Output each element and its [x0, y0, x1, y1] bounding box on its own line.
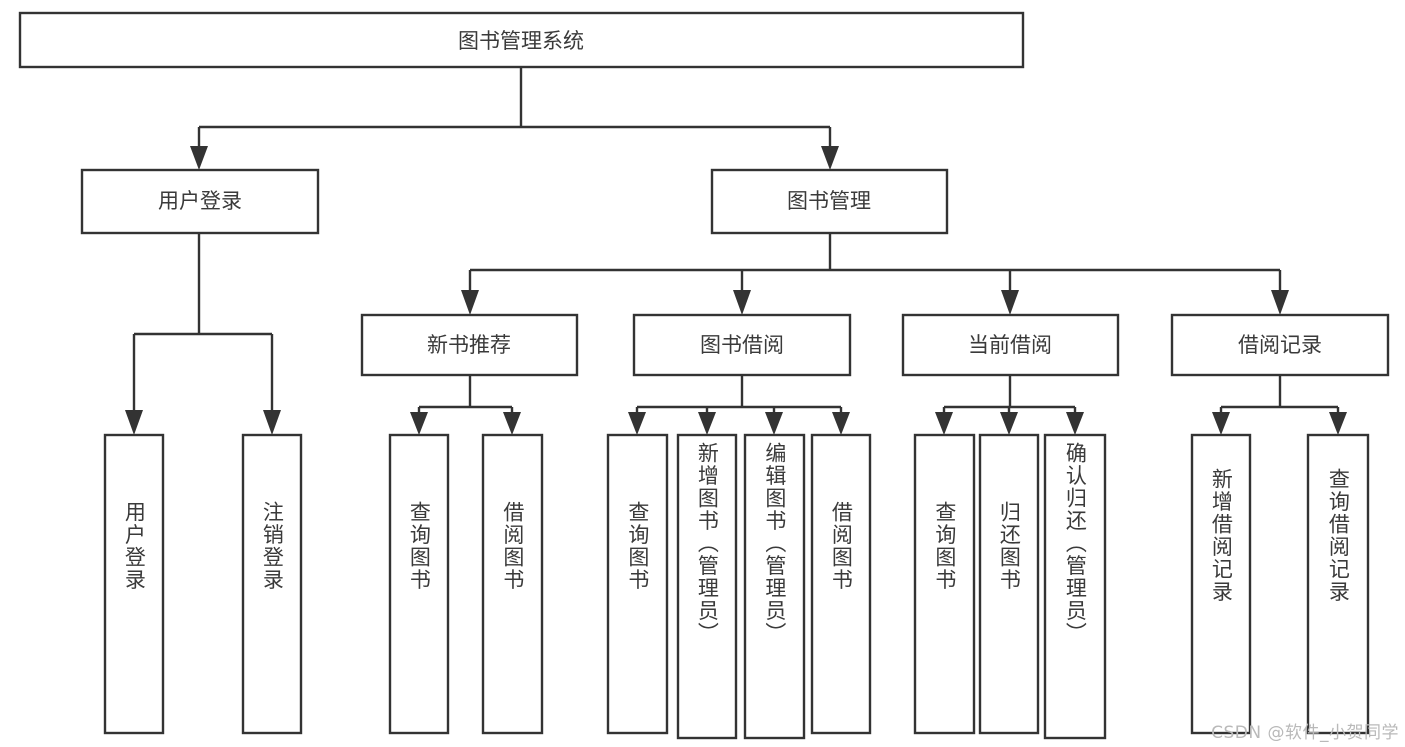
csdn-watermark: CSDN @软件_小贺同学 — [1211, 723, 1399, 743]
arrow-head-user-login — [190, 146, 208, 170]
arrow-head-leaf-query-book-2 — [628, 412, 646, 435]
node-leaf-user-login[interactable] — [103, 433, 165, 735]
node-leaf-query-book-1[interactable] — [388, 433, 450, 735]
arrow-head-leaf-query-record — [1329, 412, 1347, 435]
connector-layer — [125, 67, 1347, 435]
node-leaf-query-book-2[interactable] — [606, 433, 669, 735]
arrow-head-new-book-recommend — [461, 290, 479, 315]
arrow-head-leaf-borrow-book-2 — [832, 412, 850, 435]
node-current-borrow[interactable] — [901, 313, 1120, 377]
arrow-head-leaf-logout-login — [263, 410, 281, 435]
node-book-borrow-label: 图书借阅 — [700, 333, 784, 357]
node-leaf-confirm-return[interactable] — [1043, 433, 1107, 740]
arrow-head-leaf-query-book-3 — [935, 412, 953, 435]
node-book-management-label: 图书管理 — [787, 189, 871, 213]
node-book-management[interactable] — [710, 168, 949, 235]
node-leaf-borrow-book-2[interactable] — [810, 433, 872, 735]
node-borrow-record[interactable] — [1170, 313, 1390, 377]
node-book-borrow[interactable] — [632, 313, 852, 377]
node-leaf-return-book[interactable] — [978, 433, 1040, 735]
arrow-head-leaf-add-record — [1212, 412, 1230, 435]
arrow-head-leaf-add-book — [698, 412, 716, 435]
arrow-head-book-management — [821, 146, 839, 170]
node-root[interactable] — [18, 11, 1025, 69]
node-leaf-borrow-book-1[interactable] — [481, 433, 544, 735]
arrow-head-leaf-query-book-1 — [410, 412, 428, 435]
node-borrow-record-label: 借阅记录 — [1238, 333, 1322, 357]
arrow-head-leaf-user-login — [125, 410, 143, 435]
arrow-head-leaf-return-book — [1000, 412, 1018, 435]
node-leaf-logout-login[interactable] — [241, 433, 303, 735]
node-new-book-recommend[interactable] — [360, 313, 579, 377]
node-new-book-recommend-label: 新书推荐 — [427, 333, 511, 357]
node-leaf-query-record[interactable] — [1306, 433, 1370, 735]
arrow-head-leaf-borrow-book-1 — [503, 412, 521, 435]
node-current-borrow-label: 当前借阅 — [968, 333, 1052, 357]
node-user-login-label: 用户登录 — [158, 189, 242, 213]
arrow-head-current-borrow — [1001, 290, 1019, 315]
node-user-login[interactable] — [80, 168, 320, 235]
node-leaf-edit-book[interactable] — [743, 433, 806, 740]
node-layer: 图书管理系统 用户登录 图书管理 新书推荐 图书借阅 当前借阅 借阅记录 — [18, 11, 1390, 740]
arrow-head-leaf-confirm-return — [1066, 412, 1084, 435]
arrow-head-borrow-record — [1271, 290, 1289, 315]
node-leaf-query-book-3[interactable] — [913, 433, 976, 735]
node-leaf-add-book[interactable] — [676, 433, 738, 740]
node-leaf-add-record[interactable] — [1190, 433, 1252, 735]
arrow-head-book-borrow — [733, 290, 751, 315]
node-root-label: 图书管理系统 — [458, 29, 584, 53]
arrow-head-leaf-edit-book — [765, 412, 783, 435]
